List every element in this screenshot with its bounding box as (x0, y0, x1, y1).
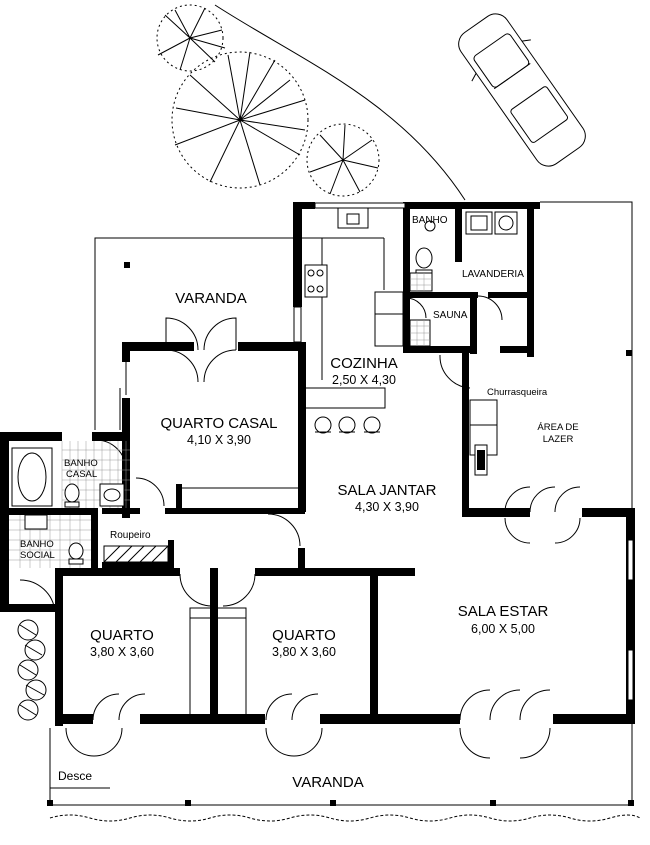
label-quarto-2-dim: 3,80 X 3,60 (272, 645, 336, 659)
wardrobe (103, 545, 169, 563)
toilet-icon (415, 247, 433, 277)
label-banho: BANHO (412, 215, 448, 226)
label-desce: Desce (58, 769, 92, 783)
shower-floor (409, 272, 433, 292)
label-banho-casal-1: BANHO (64, 458, 98, 469)
sink-icon (424, 220, 436, 232)
label-lavanderia: LAVANDERIA (462, 269, 524, 280)
laundry-tank (465, 211, 518, 235)
label-quarto-2: QUARTO (272, 627, 336, 644)
label-cozinha-dim: 2,50 X 4,30 (332, 373, 396, 387)
terrace-outline (49, 201, 633, 806)
column-markers (47, 262, 634, 806)
bar-counter (304, 387, 386, 409)
barbecue-grill (469, 399, 498, 476)
sauna-floor (409, 319, 431, 347)
label-quarto-casal-dim: 4,10 X 3,90 (187, 433, 251, 447)
toilet-icon (68, 542, 84, 565)
label-varanda-bottom: VARANDA (292, 774, 363, 791)
bar-stool-icon (314, 416, 381, 434)
sink-icon (99, 483, 125, 507)
label-sala-jantar-dim: 4,30 X 3,90 (355, 500, 419, 514)
sink-icon (24, 514, 48, 530)
label-banho-social-2: SOCIAL (20, 550, 55, 561)
label-banho-casal-2: CASAL (66, 469, 97, 480)
label-churrasqueira: Churrasqueira (487, 387, 548, 398)
tree-icon (156, 4, 226, 72)
ground-hatch (49, 814, 641, 822)
bath-tiles (61, 441, 130, 508)
terrain-line (214, 4, 466, 201)
car-icon (458, 13, 586, 167)
walls (0, 202, 635, 726)
stove-icon (304, 264, 328, 298)
bath-tiles (9, 515, 91, 568)
label-area-lazer-2: LAZER (543, 434, 574, 445)
closet (189, 607, 247, 719)
label-cozinha: COZINHA (330, 355, 398, 372)
label-quarto-1: QUARTO (90, 627, 154, 644)
label-sala-estar: SALA ESTAR (458, 603, 549, 620)
bathtub-icon (11, 447, 53, 507)
label-varanda-top: VARANDA (175, 290, 246, 307)
tree-icon (171, 51, 309, 189)
label-sauna: SAUNA (433, 310, 468, 321)
shrub-icon (17, 619, 47, 721)
label-sala-jantar: SALA JANTAR (338, 482, 437, 499)
toilet-icon (64, 483, 80, 508)
door-swing-icon (19, 295, 581, 759)
label-quarto-1-dim: 3,80 X 3,60 (90, 645, 154, 659)
tree-icon (306, 123, 380, 197)
label-banho-social-1: BANHO (20, 539, 54, 550)
refrigerator (374, 291, 404, 347)
label-sala-estar-dim: 6,00 X 5,00 (471, 622, 535, 636)
windows (293, 202, 634, 701)
label-quarto-casal: QUARTO CASAL (161, 415, 278, 432)
label-roupeiro: Roupeiro (110, 530, 151, 541)
room-labels: VARANDA COZINHA 2,50 X 4,30 BANHO LAVAND… (20, 215, 579, 791)
sink-icon (337, 207, 369, 229)
kitchen-counter (302, 237, 385, 380)
label-area-lazer-1: ÁREA DE (537, 422, 578, 433)
